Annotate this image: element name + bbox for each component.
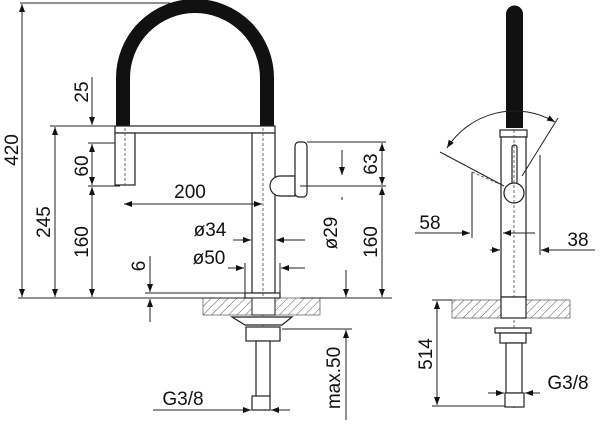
- side-view: 58 38 514 G3/8: [415, 5, 595, 410]
- front-view: 420 245 25 60 160 200 ø34 ø50 6 63 ø29 1…: [2, 0, 392, 420]
- mounting-nut: [245, 326, 281, 342]
- dim-g38-side: G3/8: [547, 373, 588, 394]
- faucet-body: [251, 132, 276, 294]
- dim-g38-front: G3/8: [162, 389, 203, 410]
- dim-25: 25: [72, 81, 93, 102]
- dim-60: 60: [72, 155, 93, 176]
- dim-max50: max.50: [324, 347, 345, 409]
- dimension-lines: [18, 2, 392, 420]
- faucet-front: [114, 0, 321, 411]
- handle-knob: [269, 175, 296, 197]
- dim-200: 200: [174, 182, 206, 203]
- faucet-side: [439, 5, 571, 410]
- dim-63: 63: [361, 153, 382, 174]
- lever-handle: [294, 141, 308, 198]
- dim-160-right: 160: [361, 226, 382, 258]
- dim-58: 58: [419, 213, 440, 234]
- supply-pipe: [255, 340, 271, 398]
- spout-arm: [114, 125, 276, 134]
- dim-245: 245: [34, 206, 55, 238]
- dimension-labels: 420 245 25 60 160 200 ø34 ø50 6 63 ø29 1…: [2, 81, 382, 410]
- side-dimension-lines: [415, 155, 595, 407]
- dim-38: 38: [567, 230, 588, 251]
- connector-nut: [251, 395, 271, 411]
- side-dimension-labels: 58 38 514 G3/8: [416, 213, 589, 394]
- dim-514: 514: [416, 338, 437, 370]
- base-flange: [244, 292, 281, 299]
- dim-160-left: 160: [72, 226, 93, 258]
- dim-d34: ø34: [194, 220, 227, 241]
- spout-hose: [116, 0, 274, 128]
- dim-6: 6: [129, 261, 150, 272]
- dim-420: 420: [2, 134, 23, 166]
- dim-d29: ø29: [321, 217, 342, 250]
- dim-d50: ø50: [193, 248, 226, 269]
- side-hose: [506, 5, 523, 128]
